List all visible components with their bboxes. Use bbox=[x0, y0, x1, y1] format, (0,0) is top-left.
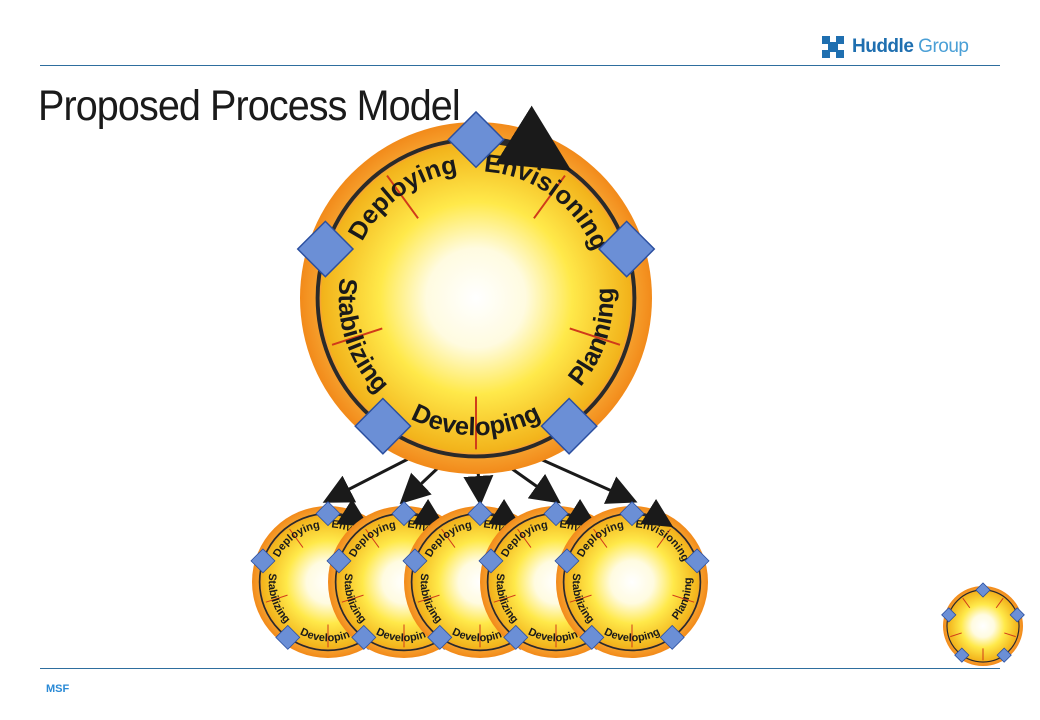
phase-divider bbox=[995, 597, 1004, 609]
mini-cycle-icon bbox=[941, 582, 1025, 666]
huddle-group-logo: Huddle Group bbox=[820, 32, 970, 62]
phase-divider bbox=[386, 174, 419, 219]
phase-label-developing: Developing bbox=[526, 626, 586, 644]
cycle-core bbox=[947, 590, 1019, 662]
phase-divider bbox=[365, 528, 380, 548]
cycle-core bbox=[321, 143, 631, 453]
footer-label: MSF bbox=[46, 683, 70, 695]
phase-divider bbox=[672, 594, 695, 603]
phase-divider bbox=[289, 528, 304, 548]
milestone-diamond-icon bbox=[503, 624, 529, 650]
cycle-core bbox=[565, 515, 699, 649]
phase-divider bbox=[265, 594, 288, 603]
phase-label-developing: Developing bbox=[602, 626, 662, 644]
milestone-diamond-icon bbox=[684, 548, 710, 574]
phase-divider bbox=[331, 327, 383, 346]
phase-label-developing: Developing bbox=[450, 626, 510, 644]
milestone-diamond-icon bbox=[402, 548, 428, 574]
logo-text: Huddle Group bbox=[852, 36, 969, 57]
phase-label-developing: Developing bbox=[298, 626, 358, 644]
milestone-diamond-icon bbox=[315, 501, 341, 527]
header-divider bbox=[40, 65, 1000, 66]
milestone-diamond-icon bbox=[975, 582, 991, 598]
main-process-cycle: EnvisioningPlanningDevelopingStabilizing… bbox=[296, 105, 656, 474]
milestone-diamond-icon bbox=[619, 501, 645, 527]
iteration-arrows bbox=[322, 456, 638, 506]
milestone-diamond-icon bbox=[296, 220, 355, 278]
milestone-diamond-icon bbox=[391, 501, 417, 527]
milestone-diamond-icon bbox=[954, 647, 970, 663]
milestone-diamond-icon bbox=[351, 624, 377, 650]
phase-divider bbox=[341, 594, 364, 603]
phase-divider bbox=[569, 594, 592, 603]
iteration-arrow bbox=[507, 464, 561, 504]
phase-divider bbox=[656, 528, 671, 548]
milestone-diamond-icon bbox=[467, 501, 493, 527]
milestone-diamond-icon bbox=[996, 647, 1012, 663]
milestone-diamond-icon bbox=[1009, 607, 1025, 623]
phase-divider bbox=[441, 528, 456, 548]
phase-divider bbox=[1004, 632, 1016, 638]
milestone-diamond-icon bbox=[478, 548, 504, 574]
phase-divider bbox=[593, 528, 608, 548]
iteration-arrow bbox=[537, 456, 638, 504]
milestone-diamond-icon bbox=[275, 624, 301, 650]
iteration-arrow bbox=[463, 469, 494, 506]
footer-divider bbox=[40, 668, 1000, 669]
milestone-diamond-icon bbox=[447, 110, 505, 169]
iteration-arrow bbox=[322, 456, 411, 503]
phase-divider bbox=[417, 594, 440, 603]
iteration-cycle: EnvisioningPlanningDevelopingStabilizing… bbox=[554, 498, 710, 658]
milestone-diamond-icon bbox=[427, 624, 453, 650]
phase-divider bbox=[493, 594, 516, 603]
milestone-diamond-icon bbox=[354, 397, 412, 455]
phase-divider bbox=[569, 327, 621, 346]
phase-divider bbox=[962, 597, 971, 609]
milestone-diamond-icon bbox=[597, 220, 656, 278]
huddle-logo-icon bbox=[822, 36, 844, 58]
iteration-arrow bbox=[399, 464, 442, 505]
phase-divider bbox=[517, 528, 532, 548]
milestone-diamond-icon bbox=[250, 548, 276, 574]
iteration-cycles: EnvisioningPlanningDevelopingStabilizing… bbox=[250, 498, 710, 658]
milestone-diamond-icon bbox=[659, 624, 685, 650]
milestone-diamond-icon bbox=[543, 501, 569, 527]
phase-divider bbox=[533, 174, 566, 219]
milestone-diamond-icon bbox=[579, 624, 605, 650]
phase-divider bbox=[950, 632, 962, 638]
phase-label-developing: Developing bbox=[374, 626, 434, 644]
milestone-diamond-icon bbox=[554, 548, 580, 574]
milestone-diamond-icon bbox=[540, 397, 598, 455]
milestone-diamond-icon bbox=[941, 607, 957, 623]
page-title: Proposed Process Model bbox=[38, 82, 461, 130]
milestone-diamond-icon bbox=[326, 548, 352, 574]
